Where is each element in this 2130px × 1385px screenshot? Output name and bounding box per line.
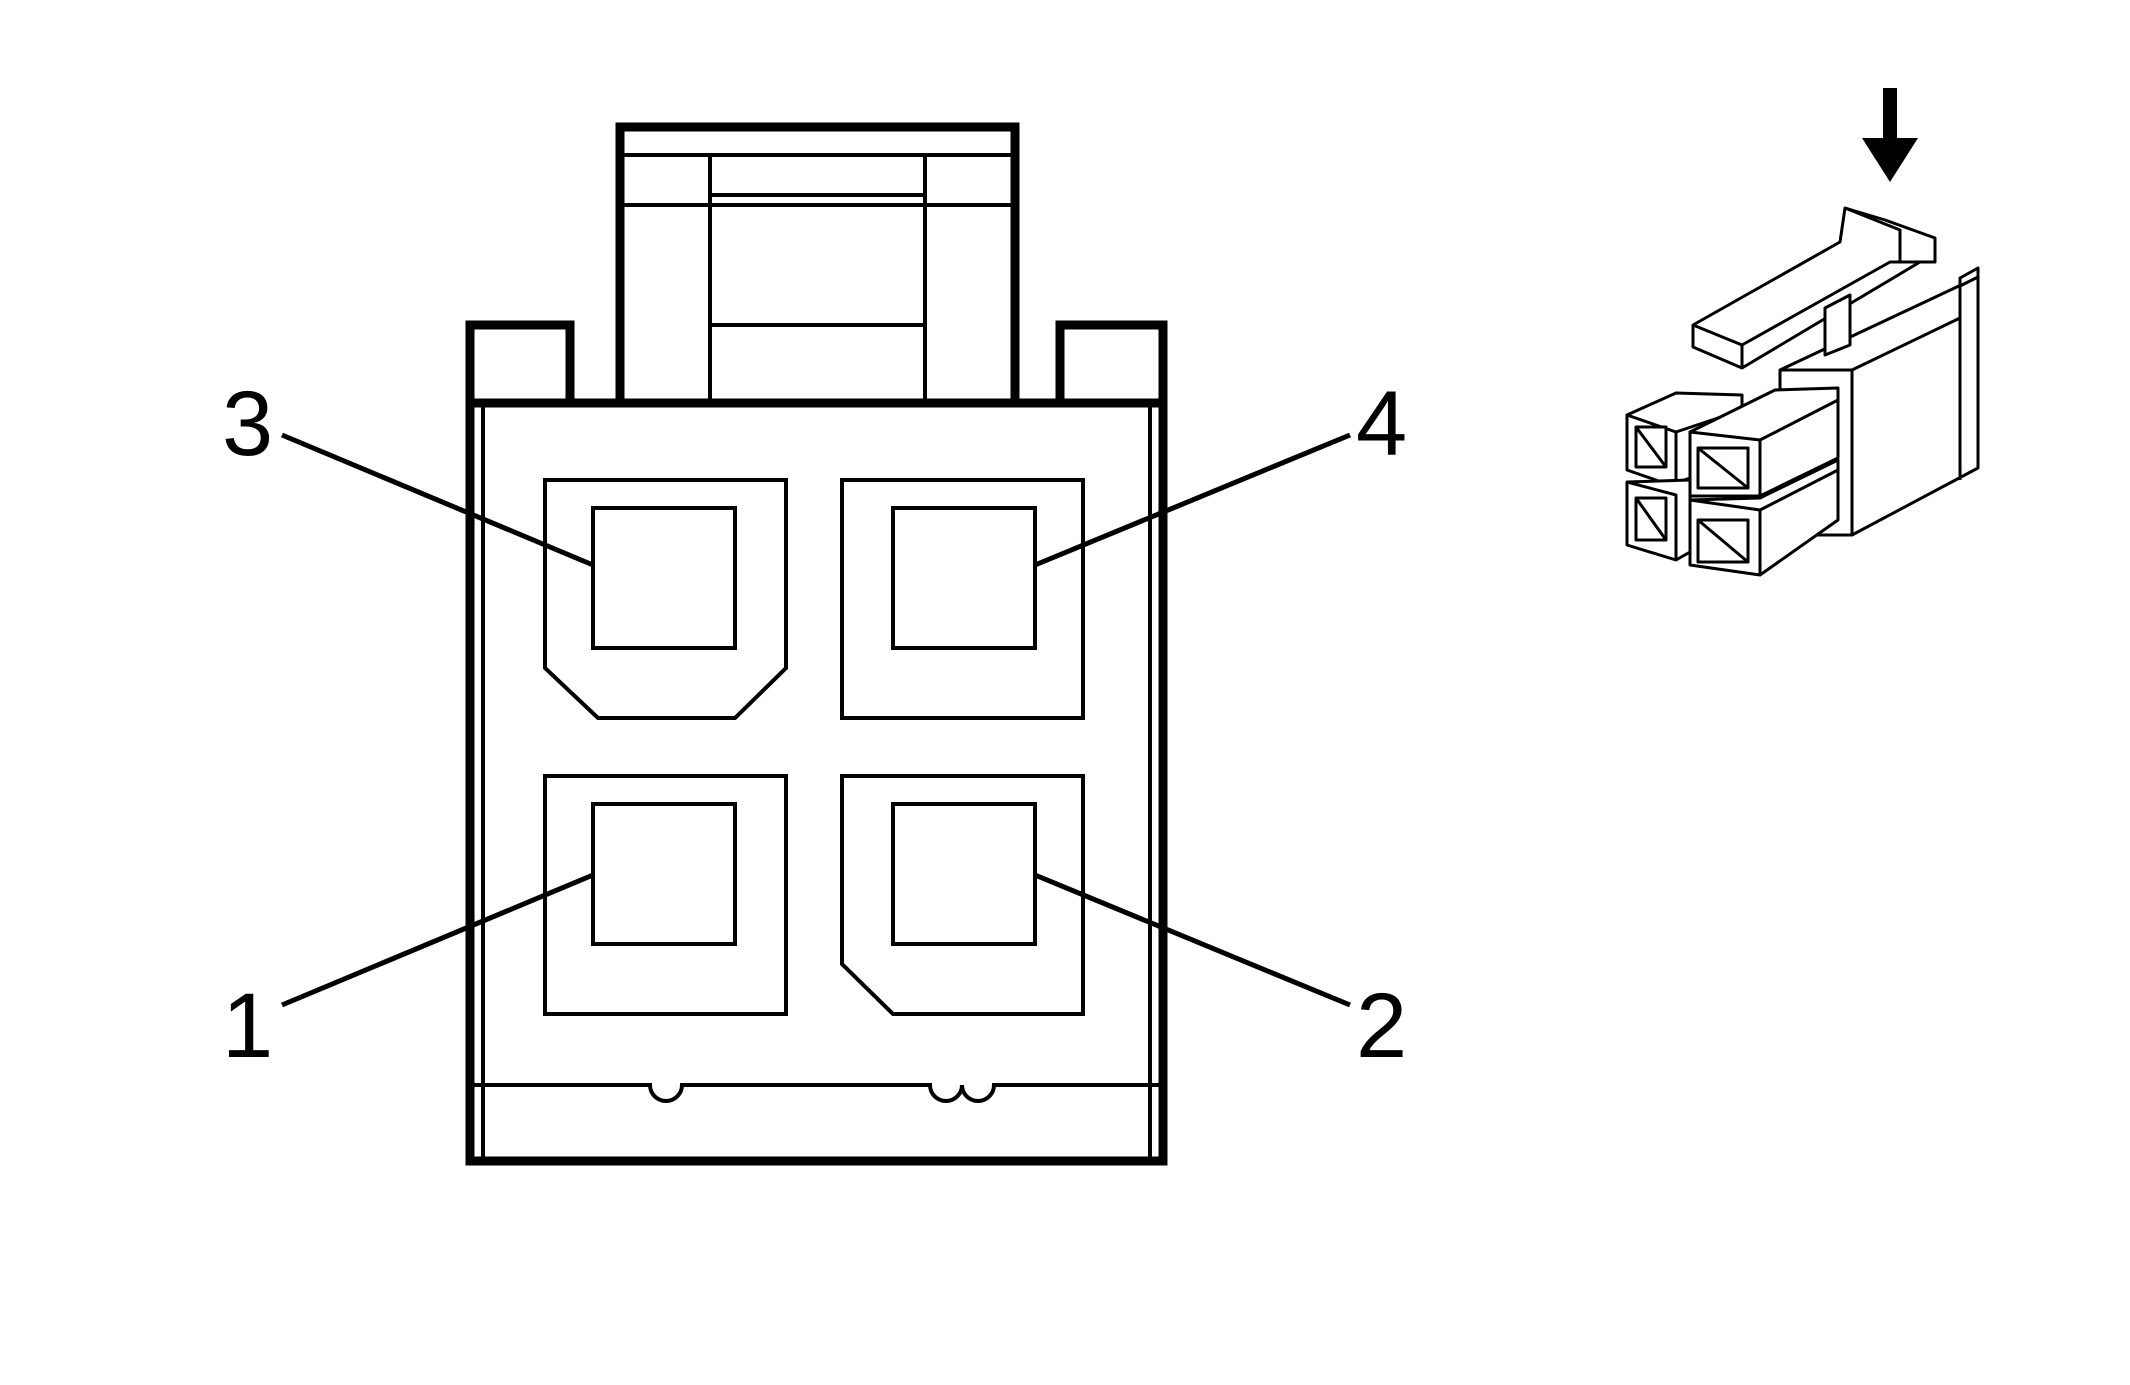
leader-lines bbox=[281, 432, 1351, 1008]
latch-tab bbox=[615, 122, 1020, 408]
pin-label-3: 3 bbox=[222, 373, 273, 475]
terminal-cavity-2 bbox=[840, 774, 1085, 1016]
terminal-cavity-1 bbox=[543, 774, 788, 1016]
pin-label-1: 1 bbox=[222, 975, 273, 1077]
leader-line-2 bbox=[1034, 872, 1351, 1008]
connector-isometric-icon bbox=[1625, 206, 1980, 577]
connector-face-view bbox=[281, 122, 1351, 1166]
connector-housing bbox=[465, 398, 1168, 1166]
leader-line-3 bbox=[281, 432, 594, 568]
terminal-cavity-4 bbox=[840, 478, 1085, 720]
terminal-cavity-3 bbox=[543, 478, 788, 720]
housing-ears bbox=[465, 320, 1168, 403]
down-arrow-icon bbox=[1862, 88, 1918, 182]
leader-line-1 bbox=[281, 872, 594, 1008]
leader-line-4 bbox=[1034, 432, 1351, 568]
pin-label-4: 4 bbox=[1356, 373, 1407, 475]
pin-label-2: 2 bbox=[1356, 975, 1407, 1077]
